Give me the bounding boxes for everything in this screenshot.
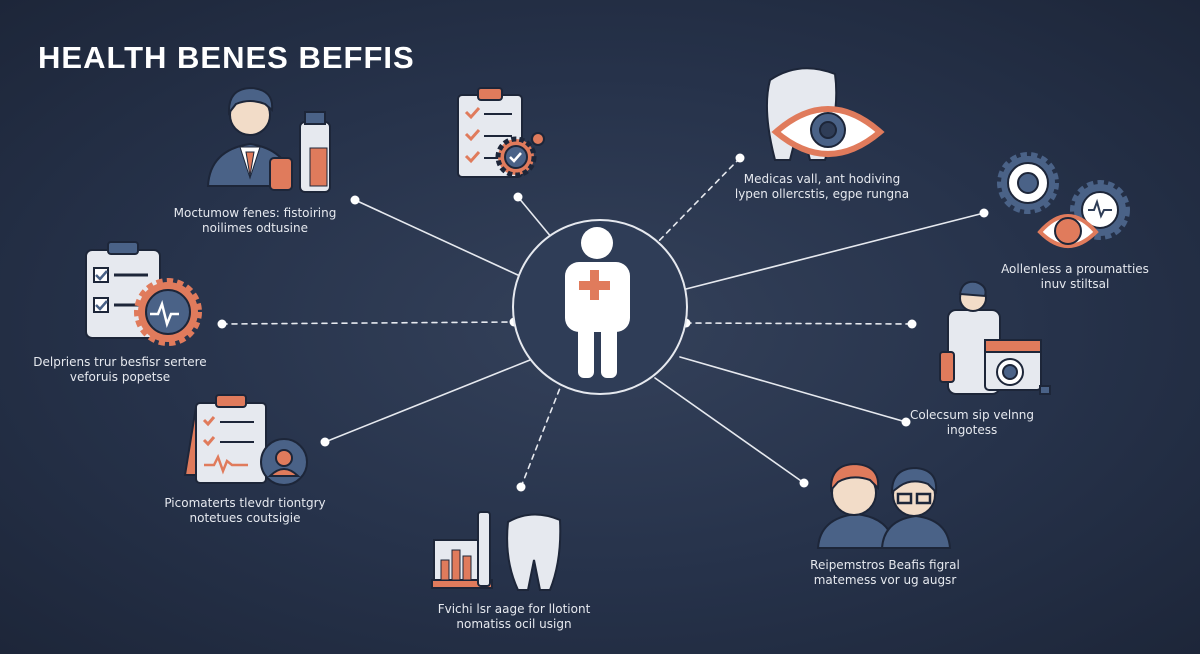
connector-bottom-left <box>324 359 531 443</box>
caption-bottom: Fvichi lsr aage for llotiont nomatiss oc… <box>437 602 591 631</box>
connector-top <box>517 196 553 239</box>
center-person-medical-cross-icon <box>512 219 688 395</box>
doctor-medical-device-icon <box>939 280 1051 395</box>
clipboard-checklist-gear-icon <box>457 87 545 178</box>
clipboard-heartbeat-gear-icon <box>85 241 202 346</box>
tooth-eye-icon <box>765 67 885 161</box>
gear-eye-icon <box>997 152 1130 248</box>
caption-top-right: Medicas vall, ant hodiving lypen ollercs… <box>734 172 910 201</box>
lab-chart-tooth-icon <box>431 511 562 591</box>
caption-right-top: Aollenless a proumatties inuv stiltsal <box>1001 262 1149 291</box>
page-title: HEALTH BENES BEFFIS <box>38 40 415 75</box>
connector-bottom <box>520 387 561 488</box>
caption-right: Colecsum sip velnng ingotess <box>909 408 1035 437</box>
caption-top-left: Moctumow fenes: fistoiring noilimes odtu… <box>173 206 337 235</box>
caption-left: Delpriens trur besfisr sertere veforuis … <box>33 355 207 384</box>
connector-top-right <box>649 157 741 251</box>
clipboard-pulse-icon <box>183 394 308 486</box>
connector-lower-right <box>654 377 805 484</box>
doctor-with-bottles-icon <box>206 86 331 193</box>
connector-left <box>221 321 515 325</box>
connector-right <box>685 322 913 325</box>
connector-bottom-right <box>679 356 907 423</box>
caption-bottom-left: Picomaterts tlevdr tiontgry notetues cou… <box>164 496 326 525</box>
two-patients-icon <box>816 462 952 549</box>
connectors <box>221 157 985 488</box>
connector-right-top <box>685 212 985 290</box>
connector-top-left <box>354 199 521 277</box>
caption-bottom-right: Reipemstros Beafis figral matemess vor u… <box>810 558 960 587</box>
